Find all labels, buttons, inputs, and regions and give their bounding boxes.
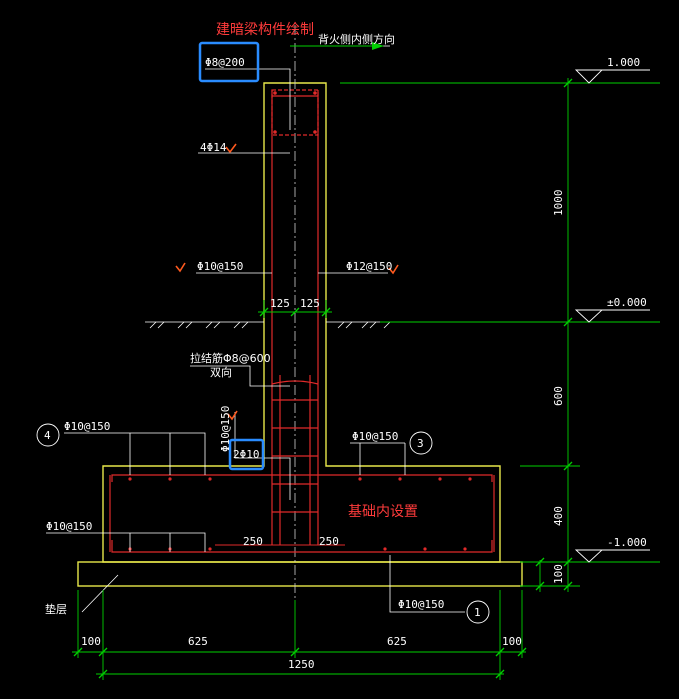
foundation-note: 基础内设置 (348, 503, 418, 520)
rebar-dot (313, 130, 317, 134)
rebar-dot (273, 130, 277, 134)
h-dim-ticks (73, 647, 527, 679)
leader-lines (46, 45, 465, 613)
level-marker-bottom (574, 549, 604, 563)
dim-w-right: 625 (387, 635, 407, 648)
label-dowel-bottom: 2Φ10 (233, 448, 260, 461)
h-dim-ext (77, 590, 523, 680)
label-tie-bar: 拉结筋Φ8@600 (190, 351, 271, 365)
cushion-label: 垫层 (45, 602, 67, 616)
rebar-dot (208, 477, 212, 481)
label-top-stirrup: Φ8@200 (205, 56, 245, 69)
level-marker-top (574, 69, 604, 84)
level-bottom: -1.000 (607, 536, 647, 549)
arrow-head (372, 42, 384, 50)
rebar-dot (168, 477, 172, 481)
wall-and-footing-outline (102, 82, 501, 563)
dim-w-left: 625 (188, 635, 208, 648)
label-wall-left: Φ10@150 (197, 260, 243, 273)
callout-1: 1 (474, 606, 481, 619)
level-ground: ±0.000 (607, 296, 647, 309)
label-footing-left-bottom: Φ10@150 (46, 520, 92, 533)
dim-w-left-margin: 100 (81, 635, 101, 648)
highlight-box-top-stirrup (198, 41, 260, 83)
rebar-dot (383, 547, 387, 551)
label-tie-bar-note: 双向 (210, 365, 232, 379)
callout-circle-1 (466, 600, 490, 624)
cushion-layer (77, 561, 523, 587)
rebar-dot (468, 477, 472, 481)
rebar-dot (128, 477, 132, 481)
check-mark-icon (225, 143, 237, 154)
wall-direction-label: 背火侧内侧方向 (318, 32, 395, 46)
rebar-dot (463, 547, 467, 551)
dim-h-wall-lower: 600 (552, 386, 565, 406)
label-footing-bottom: Φ10@150 (398, 598, 444, 611)
footing-rebar-top (111, 474, 493, 482)
rebar-dot (398, 477, 402, 481)
leader-top-stirrup (205, 68, 291, 130)
footing-rebar-bottom (111, 540, 493, 553)
leader-tie-bar (190, 365, 290, 387)
top-beam-stirrup (271, 89, 319, 136)
dim-w-right-margin: 100 (502, 635, 522, 648)
callout-circles (36, 423, 490, 624)
leader-footing-bottom (389, 555, 465, 613)
dim-h-wall-upper: 1000 (552, 190, 565, 217)
label-dowel: Φ10@150 (219, 406, 232, 452)
level-top: 1.000 (607, 56, 640, 69)
dim-h-cushion: 100 (552, 564, 565, 584)
ground (145, 321, 391, 329)
dim-footing-inner-right: 250 (319, 535, 339, 548)
rebar-dot (438, 477, 442, 481)
callout-4: 4 (44, 429, 51, 442)
rebar-dot (313, 91, 317, 95)
rebar-dot (358, 477, 362, 481)
check-mark-icon (227, 410, 238, 421)
label-footing-right-top: Φ10@150 (352, 430, 398, 443)
dimensions (72, 78, 660, 680)
concrete-outline (77, 82, 523, 587)
rebar-dots (128, 91, 472, 551)
callout-circle-3 (409, 431, 433, 455)
leader-footing-bottom-left (46, 532, 206, 552)
leader-footing-top-left (64, 432, 206, 475)
callout-circle-4 (36, 423, 60, 447)
dim-footing-inner-left: 250 (243, 535, 263, 548)
level-markers (574, 69, 650, 563)
title-note: 建暗梁构件绘制 (216, 22, 314, 38)
dim-wall-half-left: 125 (270, 297, 290, 310)
highlight-box-dowel (228, 438, 265, 471)
label-wall-right: Φ12@150 (346, 260, 392, 273)
dim-w-total: 1250 (288, 658, 315, 671)
tie-bar-hook (271, 380, 319, 385)
wall-direction-arrow (290, 42, 384, 50)
rebar-dot (208, 547, 212, 551)
level-marker-ground (574, 309, 604, 323)
check-mark-icon (388, 264, 399, 275)
label-footing-left-top: Φ10@150 (64, 420, 110, 433)
label-top-longitudinal: 4Φ14 (200, 141, 227, 154)
dim-h-footing: 400 (552, 506, 565, 526)
callout-3: 3 (417, 437, 424, 450)
rebar-cage (109, 89, 495, 553)
leader-footing-top-right (350, 442, 406, 475)
labels: 建暗梁构件绘制 基础内设置 背火侧内侧方向 1.000 ±0.000 -1.00… (44, 22, 647, 671)
check-mark-icon (175, 262, 186, 273)
rebar-dot (273, 91, 277, 95)
leader-cushion (81, 574, 119, 613)
dim-wall-half-right: 125 (300, 297, 320, 310)
dim-ticks (535, 78, 573, 591)
check-marks (175, 143, 399, 421)
rebar-dot (423, 547, 427, 551)
soil-hatch (149, 321, 391, 329)
